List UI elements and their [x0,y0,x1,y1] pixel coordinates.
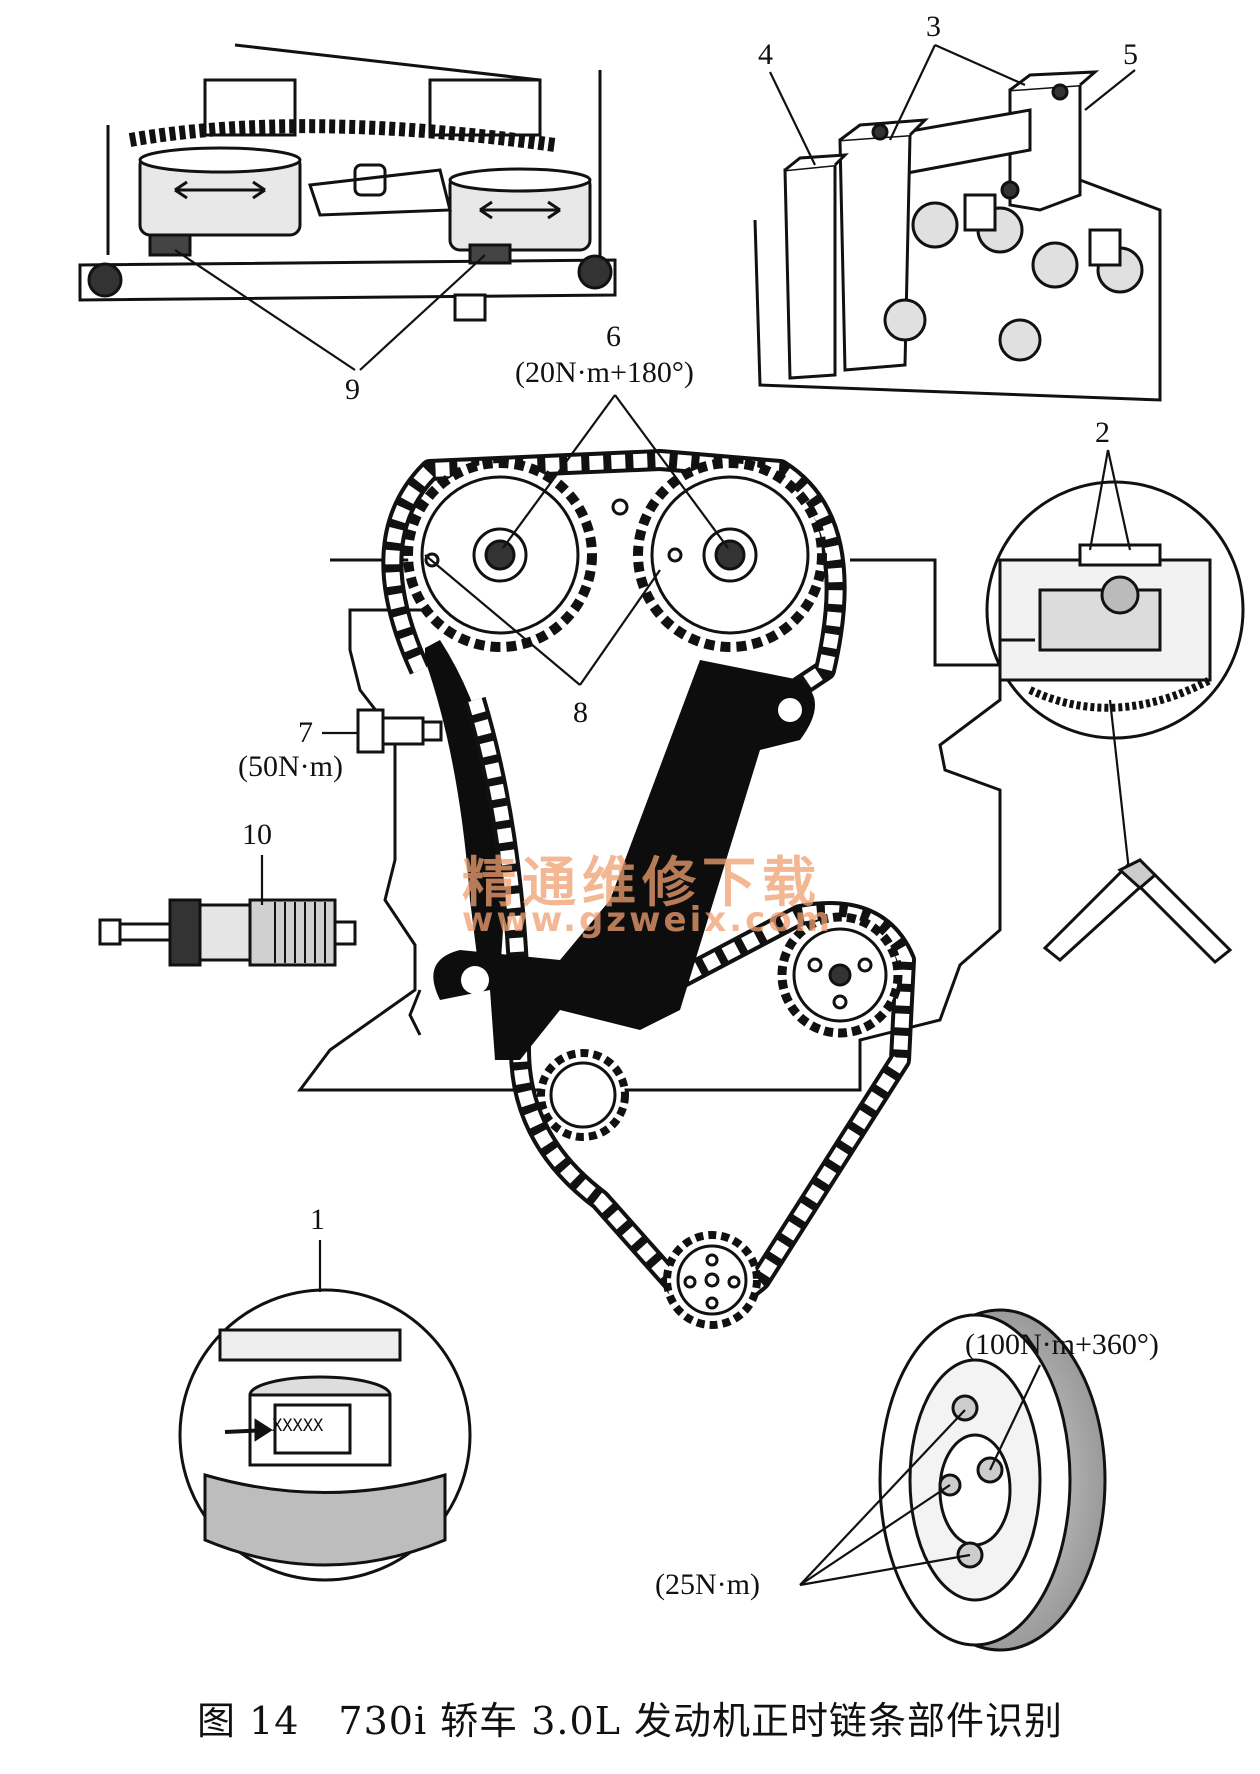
y-shaped-special-tool [1042,858,1233,965]
vibration-damper [878,1308,1107,1652]
figure-caption: 图 14 730i 轿车 3.0L 发动机正时链条部件识别 [196,1699,1064,1743]
vacuum-pump-sprocket [777,912,903,1038]
label-9: 9 [345,373,360,406]
label-5: 5 [1123,38,1138,71]
camshaft-locking-tool-view [753,70,1162,402]
label-8: 8 [573,696,588,729]
label-6: 6 [606,320,621,353]
label-3-4-5-leaders [769,43,1136,166]
label-2-leaders [1088,449,1132,881]
watermark-text: 精通维修下载 [462,851,822,914]
label-damper-torque: (25N·m) [655,1568,760,1601]
lower-timing-chain [464,696,916,1314]
chain-guide-rail [433,660,815,1060]
part-marking: XXXXX [272,1416,324,1436]
intake-camshaft-sprocket [403,458,597,652]
crankshaft-sprocket [663,1231,761,1329]
label-1: 1 [310,1203,325,1236]
vanos-adjuster-view [78,43,617,322]
label-6-8-leaders [322,394,729,735]
label-2: 2 [1095,416,1110,449]
label-crank-torque: (100N·m+360°) [965,1328,1159,1361]
damper-bolt-leaders [799,1364,1041,1587]
oil-pump-sprocket [537,1049,629,1141]
detail-circle-2 [985,480,1245,740]
special-tool-10 [98,898,357,967]
tensioner-bolt [356,708,443,754]
exhaust-camshaft-sprocket [633,458,827,652]
label-3: 3 [926,10,941,43]
watermark-url: www.gzweix.com [462,900,834,940]
tensioner-rail [425,640,505,980]
label-9-leaders [174,249,486,371]
label-7: 7 [298,716,313,749]
label-6-torque: (20N·m+180°) [515,356,694,389]
label-7-torque: (50N·m) [238,750,343,783]
label-10: 10 [242,818,272,851]
detail-circle-1 [178,1288,472,1582]
label-4: 4 [758,38,773,71]
